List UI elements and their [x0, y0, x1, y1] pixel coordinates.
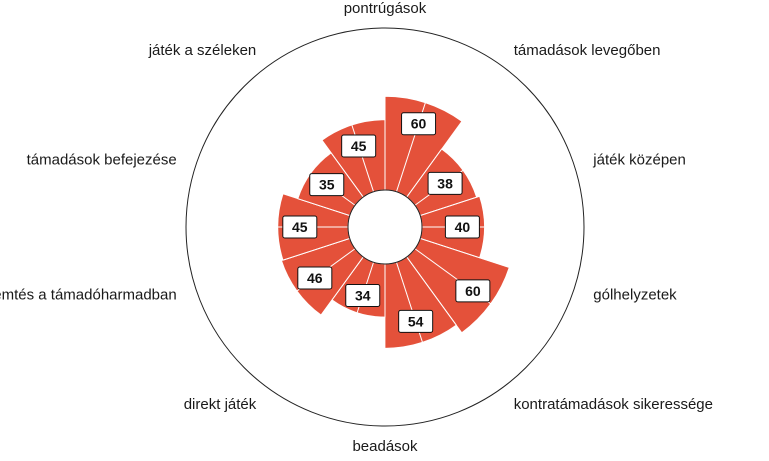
value-label-box	[282, 215, 318, 239]
wedge-divider-8-1	[282, 237, 350, 261]
value-label-text: 40	[455, 219, 471, 235]
value-label-box	[455, 279, 491, 303]
value-label-text: 54	[408, 313, 424, 329]
category-label-group: támadások levegőben játék középen gólhelyz…	[0, 0, 713, 455]
value-label-text: 38	[437, 175, 453, 191]
value-label-text: 45	[292, 219, 308, 235]
value-label-5: 54	[398, 309, 434, 333]
category-label-10: pontrúgások	[344, 0, 427, 17]
wedge-divider-7-1	[320, 256, 364, 316]
value-label-box	[401, 112, 437, 136]
center-hole	[347, 189, 423, 265]
value-label-7: 46	[297, 266, 333, 290]
value-label-box	[309, 173, 345, 197]
category-label-9: játék a széleken	[148, 42, 257, 59]
value-label-6: 34	[345, 283, 381, 307]
value-label-box	[341, 134, 377, 158]
value-label-text: 45	[351, 138, 367, 154]
outer-ring	[185, 27, 585, 427]
wedge-divider-5-1	[406, 256, 457, 326]
category-label-7: helyzeteremtés a támadóharmadban	[0, 287, 177, 304]
wedge-divider-9-1	[297, 198, 350, 217]
value-label-9: 35	[309, 173, 345, 197]
value-label-text: 60	[411, 116, 427, 132]
value-label-text: 35	[319, 177, 335, 193]
value-label-text: 60	[465, 283, 481, 299]
value-label-group: 60 38 40 60 54 34 46 45 35 45	[282, 112, 491, 333]
category-label-8: támadások befejezése	[27, 151, 177, 168]
value-label-text: 46	[307, 270, 323, 286]
wedge-divider-2-1	[406, 148, 442, 198]
value-label-box	[297, 266, 333, 290]
value-label-4: 60	[455, 279, 491, 303]
category-label-5: beadások	[352, 438, 418, 455]
category-label-3: gólhelyzetek	[593, 287, 677, 304]
value-label-8: 45	[282, 215, 318, 239]
category-label-6: direkt játék	[184, 396, 257, 413]
wedge-divider-4-1	[420, 237, 510, 268]
value-label-box	[427, 171, 463, 195]
value-label-box	[345, 283, 381, 307]
value-label-2: 38	[427, 171, 463, 195]
category-label-1: támadások levegőben	[514, 42, 661, 59]
category-label-2: játék középen	[592, 151, 686, 168]
value-label-10: 45	[341, 134, 377, 158]
value-label-1: 60	[401, 112, 437, 136]
value-label-3: 40	[444, 215, 480, 239]
wedge-divider-10-1	[321, 139, 364, 198]
wedge-divider-3-1	[420, 195, 480, 217]
value-label-box	[398, 309, 434, 333]
value-label-box	[444, 215, 480, 239]
value-label-text: 34	[355, 287, 371, 303]
category-label-4: kontratámadások sikeressége	[514, 396, 713, 413]
